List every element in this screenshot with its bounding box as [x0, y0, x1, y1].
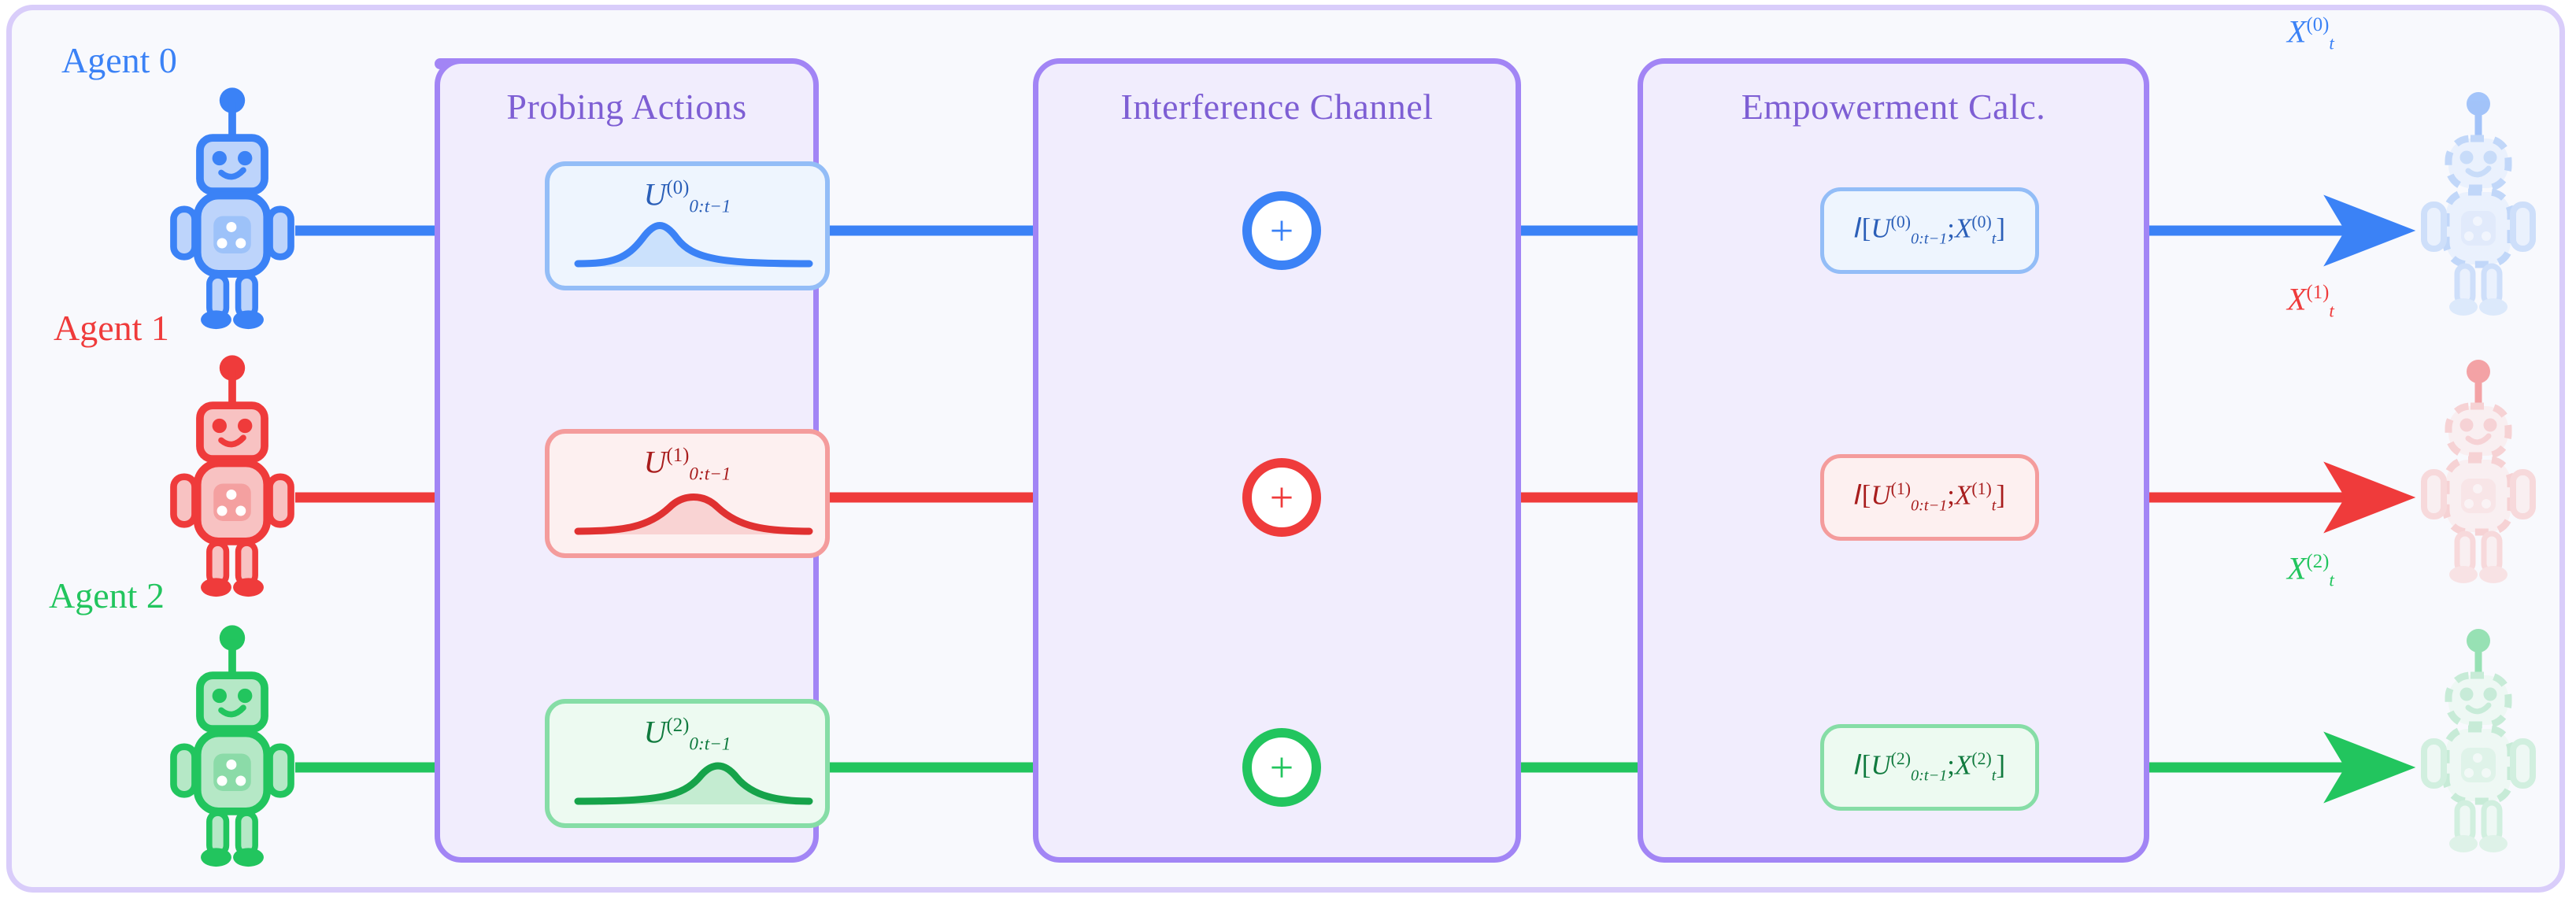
robot-output-1 — [2421, 360, 2536, 583]
info-box-agent-2[interactable]: 𝐼[U(2)0:t−1;X(2)t] — [1820, 724, 2039, 811]
info-Xsub-1: t — [1991, 497, 1997, 515]
u-sub-2: 0:t−1 — [689, 734, 731, 755]
u-sub-0: 0:t−1 — [689, 196, 731, 217]
u-symbol-agent-2: U(2)0:t−1 — [550, 714, 825, 755]
info-Usup-0: (0) — [1890, 213, 1911, 232]
info-open-1: [ — [1861, 479, 1871, 511]
info-X-1: X — [1955, 479, 1972, 511]
x-sub-2: t — [2329, 570, 2334, 591]
u-letter-2: U — [643, 714, 667, 750]
panel-title-empowerment: Empowerment Calc. — [1741, 87, 2046, 127]
u-letter-0: U — [643, 176, 667, 213]
info-U-1: U — [1871, 479, 1891, 511]
u-symbol-agent-0: U(0)0:t−1 — [550, 176, 825, 217]
u-sub-1: 0:t−1 — [689, 464, 731, 485]
info-U-0: U — [1871, 213, 1891, 244]
x-label-agent-2: X(2)t — [2287, 550, 2334, 591]
info-I-0: 𝐼 — [1853, 213, 1862, 244]
info-close-0: ] — [1996, 213, 2006, 244]
x-sup-1: (1) — [2306, 282, 2330, 303]
info-Usup-1: (1) — [1890, 479, 1911, 499]
panel-title-probing: Probing Actions — [506, 87, 747, 127]
info-open-0: [ — [1861, 213, 1871, 244]
info-expr-agent-0: 𝐼[U(0)0:t−1;X(0)t] — [1853, 213, 2006, 248]
info-sep-2: ; — [1947, 749, 1956, 781]
info-open-2: [ — [1861, 749, 1871, 781]
info-Xsub-2: t — [1991, 767, 1997, 785]
u-letter-1: U — [643, 444, 667, 480]
u-box-agent-2[interactable]: U(2)0:t−1 — [545, 699, 830, 828]
plus-symbol-1: + — [1269, 474, 1294, 521]
x-letter-0: X — [2287, 13, 2307, 50]
dist-curve-agent-0 — [574, 222, 813, 268]
u-symbol-agent-1: U(1)0:t−1 — [550, 444, 825, 485]
plus-symbol-0: + — [1269, 207, 1294, 254]
info-Usub-2: 0:t−1 — [1910, 767, 1948, 785]
robot-agent-2 — [170, 625, 294, 867]
info-Usub-0: 0:t−1 — [1910, 230, 1948, 248]
x-sup-0: (0) — [2306, 14, 2330, 35]
agent-label-0: Agent 0 — [61, 40, 177, 80]
info-U-2: U — [1871, 749, 1891, 781]
info-close-2: ] — [1996, 749, 2006, 781]
info-expr-agent-2: 𝐼[U(2)0:t−1;X(2)t] — [1853, 749, 2006, 785]
info-sep-0: ; — [1947, 213, 1956, 244]
info-Xsup-1: (1) — [1971, 479, 1992, 499]
info-expr-agent-1: 𝐼[U(1)0:t−1;X(1)t] — [1853, 479, 2006, 515]
info-Xsup-2: (2) — [1971, 749, 1992, 769]
adder-node-agent-0[interactable]: + — [1242, 191, 1321, 270]
robot-agent-1 — [170, 355, 294, 597]
agent-label-1: Agent 1 — [54, 308, 169, 348]
info-sep-1: ; — [1947, 479, 1956, 511]
info-I-2: 𝐼 — [1853, 749, 1862, 781]
info-X-2: X — [1955, 749, 1972, 781]
robot-output-2 — [2421, 629, 2536, 852]
x-letter-1: X — [2287, 281, 2307, 317]
info-box-agent-0[interactable]: 𝐼[U(0)0:t−1;X(0)t] — [1820, 187, 2039, 274]
dist-curve-agent-2 — [574, 762, 813, 805]
x-sup-2: (2) — [2306, 551, 2330, 572]
agent-label-2: Agent 2 — [49, 575, 165, 616]
u-sup-1: (1) — [666, 445, 690, 466]
info-Usup-2: (2) — [1890, 749, 1911, 769]
u-sup-0: (0) — [666, 177, 690, 198]
info-I-1: 𝐼 — [1853, 479, 1862, 511]
plus-symbol-2: + — [1269, 744, 1294, 791]
panel-title-interference: Interference Channel — [1120, 87, 1434, 127]
u-box-agent-0[interactable]: U(0)0:t−1 — [545, 161, 830, 290]
x-sub-0: t — [2329, 33, 2334, 54]
x-letter-2: X — [2287, 550, 2307, 586]
x-label-agent-0: X(0)t — [2287, 13, 2334, 54]
info-X-0: X — [1955, 213, 1972, 244]
u-box-agent-1[interactable]: U(1)0:t−1 — [545, 429, 830, 558]
adder-node-agent-1[interactable]: + — [1242, 458, 1321, 537]
info-Usub-1: 0:t−1 — [1910, 497, 1948, 515]
x-sub-1: t — [2329, 301, 2334, 322]
info-box-agent-1[interactable]: 𝐼[U(1)0:t−1;X(1)t] — [1820, 454, 2039, 541]
adder-node-agent-2[interactable]: + — [1242, 728, 1321, 807]
robot-output-0 — [2421, 92, 2536, 316]
robot-agent-0 — [170, 87, 294, 330]
x-label-agent-1: X(1)t — [2287, 283, 2334, 321]
u-sup-2: (2) — [666, 715, 690, 736]
info-close-1: ] — [1996, 479, 2006, 511]
dist-curve-agent-1 — [574, 494, 813, 535]
info-Xsub-0: t — [1991, 230, 1997, 248]
info-Xsup-0: (0) — [1971, 213, 1992, 232]
